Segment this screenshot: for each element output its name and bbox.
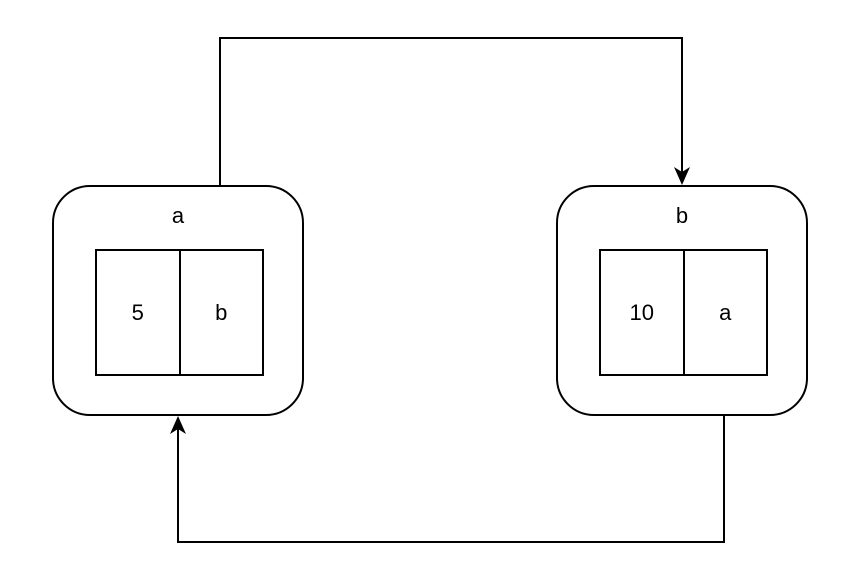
node-b: b 10 a bbox=[556, 185, 808, 416]
node-b-record: 10 a bbox=[599, 249, 768, 376]
node-a-value-field: 5 bbox=[131, 299, 144, 325]
node-a: a 5 b bbox=[52, 185, 304, 416]
node-a-title: a bbox=[171, 203, 185, 228]
edge-a-to-b bbox=[219, 37, 683, 248]
node-b-pointer-field: a bbox=[682, 251, 767, 374]
edge-b-to-a-arrowhead bbox=[170, 416, 186, 434]
node-a-record: 5 b bbox=[95, 249, 264, 376]
edge-a-to-b-arrowhead bbox=[674, 167, 690, 185]
node-a-pointer-field: b bbox=[178, 251, 263, 374]
node-b-title: b bbox=[675, 203, 689, 228]
edge-b-to-a bbox=[177, 374, 725, 543]
node-b-value-field: 10 bbox=[629, 299, 654, 325]
